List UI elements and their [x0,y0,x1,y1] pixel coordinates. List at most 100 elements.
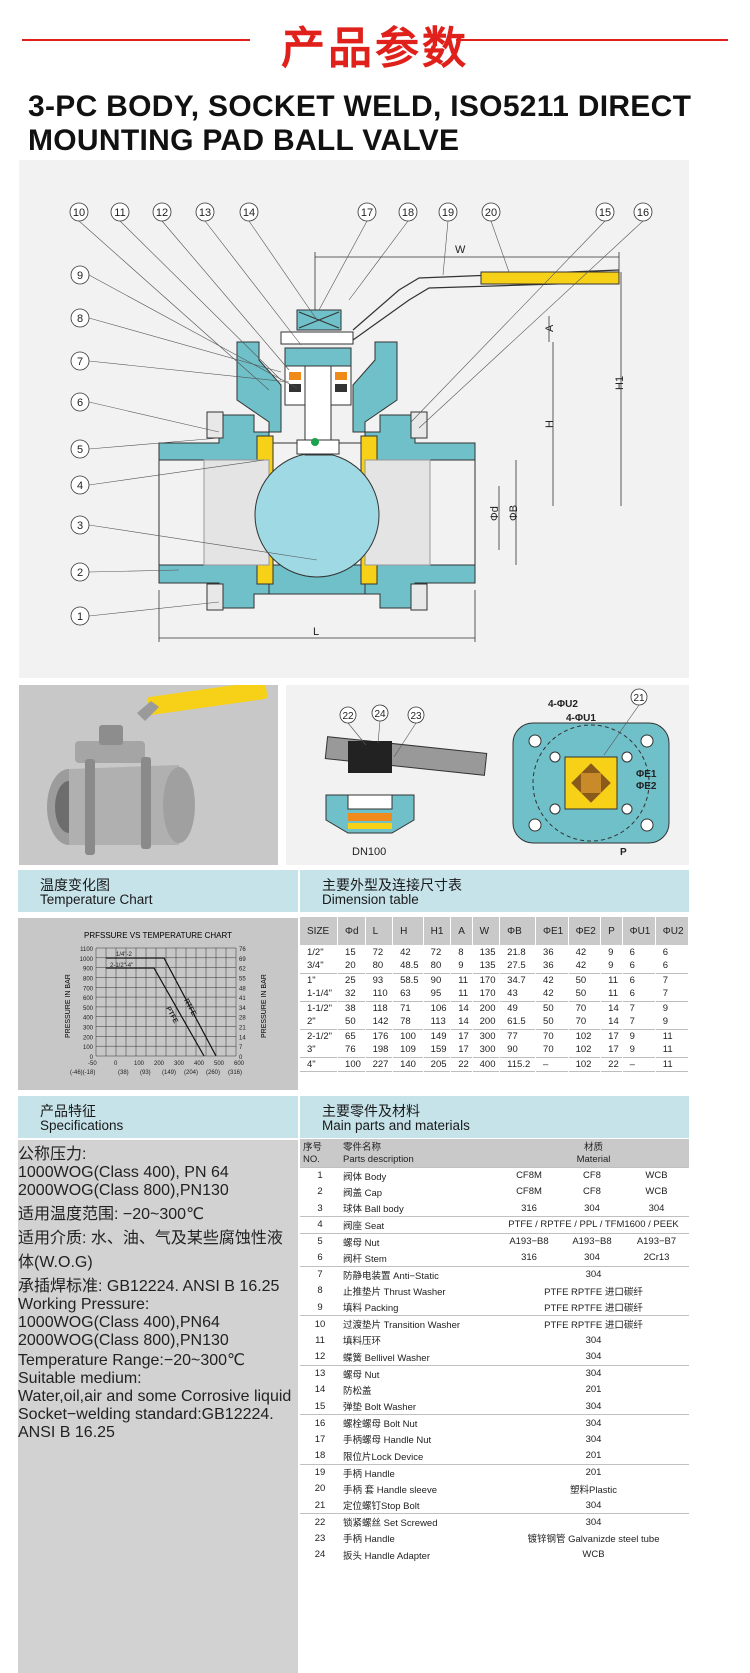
spec-line-cn: 适用温度范围: −20~300℃ [18,1206,205,1223]
callout-circle [239,202,259,222]
part-no: 12 [314,1351,326,1362]
parts-title-en: Main parts and materials [322,1118,470,1133]
spec-line-en: Water,oil,air and some Corrosive liquid [18,1388,292,1405]
label-e2: ΦE2 [636,781,657,792]
y-tick-right: 0 [239,1055,243,1061]
callout-10: 10 [73,207,85,219]
dim-cell: 11 [450,987,473,1001]
x-tick: -50 [88,1061,97,1067]
dim-cell: 80 [423,959,452,973]
specifications-en: Working Pressure:1000WOG(Class 400),PN64… [18,1296,298,1442]
spec-line-cn: 承插焊标准: GB12224. ANSI B 16.25 [18,1278,280,1295]
part-name: 防静电装置 Anti−Static [340,1265,498,1283]
dim-cell: 50 [568,987,602,1001]
dim-a: A [544,324,556,332]
callout-circle [398,202,418,222]
part-name: 手柄 Handle [343,1534,395,1546]
y-tick-left: 600 [83,996,94,1002]
dim-cell: 135 [472,945,501,959]
dim-cell: 71 [392,1000,424,1015]
part-no: 6 [317,1252,323,1263]
dim-head: A [450,917,473,945]
callout-8: 8 [77,313,83,325]
dim-cell: 21.8 [499,945,537,959]
dim-cell: 6 [622,959,656,973]
dim-cell: 42 [392,945,424,959]
part-name: 弹垫 Bolt Washer [343,1402,417,1413]
title-rule-left [22,39,250,41]
dim-cell: 400 [472,1056,501,1071]
dim-cell: 6 [622,972,656,987]
part-material: 201 [585,1384,602,1396]
dim-cell: 77 [499,1028,537,1043]
dim-head: SIZE [300,917,339,945]
x-tick-c: (-46)(-18) [70,1070,95,1076]
y-tick-right: 76 [239,947,246,953]
product-photo [19,681,278,865]
dim-cell: 110 [365,987,394,1001]
part-no: 13 [300,1364,340,1382]
callout-line [442,220,449,276]
dim-cell: 9 [655,1000,690,1015]
dim-cell: 14 [600,1015,623,1029]
part-no: 9 [317,1301,323,1313]
dim-cell: 9 [622,1028,656,1043]
spec-line-en: Socket−welding standard:GB12224. ANSI B … [18,1406,274,1441]
dim-head: H [392,917,424,945]
dim-cell: 93 [365,972,394,987]
dimension-header: 主要外型及连接尺寸表 Dimension table [300,870,689,912]
dim-cell: 170 [472,987,501,1001]
part-material: 2Cr13 [643,1252,670,1263]
chart-ylabel-left: PRESSURE IN BAR [65,974,72,1038]
dim-cell: 1" [300,972,339,987]
chart-ylabel-right: PRESSURE IN BAR [261,974,268,1038]
part-no: 21 [314,1499,326,1511]
callout-circle [195,202,215,222]
part-material: 304 [498,1414,689,1431]
dim-cell: 1-1/4" [300,987,339,1001]
dim-cell: 34.7 [499,972,537,987]
dim-cell: 49 [499,1000,537,1015]
detail-callout-circle [407,706,425,724]
spec-line-cn: 适用介质: 水、油、气及某些腐蚀性液体(W.O.G) [18,1230,283,1271]
dim-cell: 11 [655,1043,690,1057]
part-material: 304 [585,1499,602,1511]
part-name: 防松盖 [343,1385,372,1397]
callout-line [161,220,290,371]
callout-circle [481,202,501,222]
callout-circle [110,202,130,222]
parts-head-mat-cn: 材质 [498,1139,689,1153]
specifications-title-en: Specifications [40,1118,124,1133]
dim-cell: 63 [392,987,424,1001]
part-name: 球体 Ball body [343,1204,404,1215]
dim-cell: 102 [568,1056,602,1071]
y-tick-right: 14 [239,1035,246,1041]
dim-cell: 90 [423,972,452,987]
detail-callout-circle [339,706,357,724]
dim-cell: 6 [622,945,656,959]
dim-cell: 48.5 [392,959,424,973]
dim-head: P [600,917,623,945]
series-rtfe [106,957,217,1057]
page-title-cn: 产品参数 [281,23,469,74]
dim-cell: 17 [450,1043,473,1057]
parts-head-mat-en: Material [498,1153,689,1167]
dim-cell: 70 [568,1000,602,1015]
dim-cell: 65 [337,1028,366,1043]
parts-table: 序号 零件名称 材质 NO. Parts description Materia… [300,1139,689,1563]
dim-cell: 2" [300,1015,339,1029]
